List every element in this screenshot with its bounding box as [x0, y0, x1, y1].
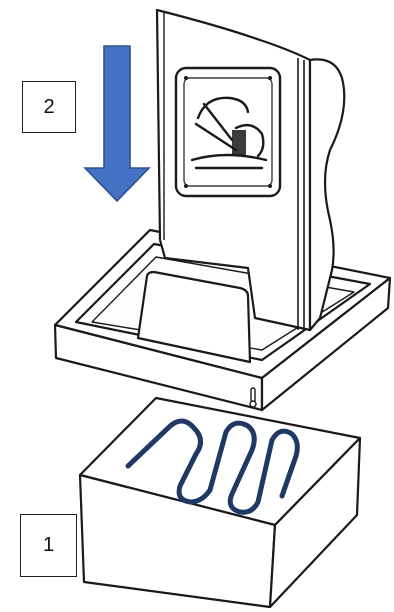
- panel-wing: [308, 58, 346, 332]
- down-arrow-icon: [83, 45, 151, 203]
- step-label-1: 1: [20, 514, 77, 577]
- thermometer-icon: [249, 387, 257, 408]
- step-label-2-text: 2: [43, 95, 55, 118]
- base-block: [78, 396, 362, 609]
- step-label-2: 2: [22, 81, 76, 133]
- tray-side: [260, 276, 392, 412]
- card-insert: [136, 270, 252, 364]
- sign-plate-icon: [174, 66, 282, 198]
- heating-coil-icon: [125, 418, 300, 515]
- step-label-1-text: 1: [42, 534, 55, 556]
- base-block-side: [268, 436, 362, 609]
